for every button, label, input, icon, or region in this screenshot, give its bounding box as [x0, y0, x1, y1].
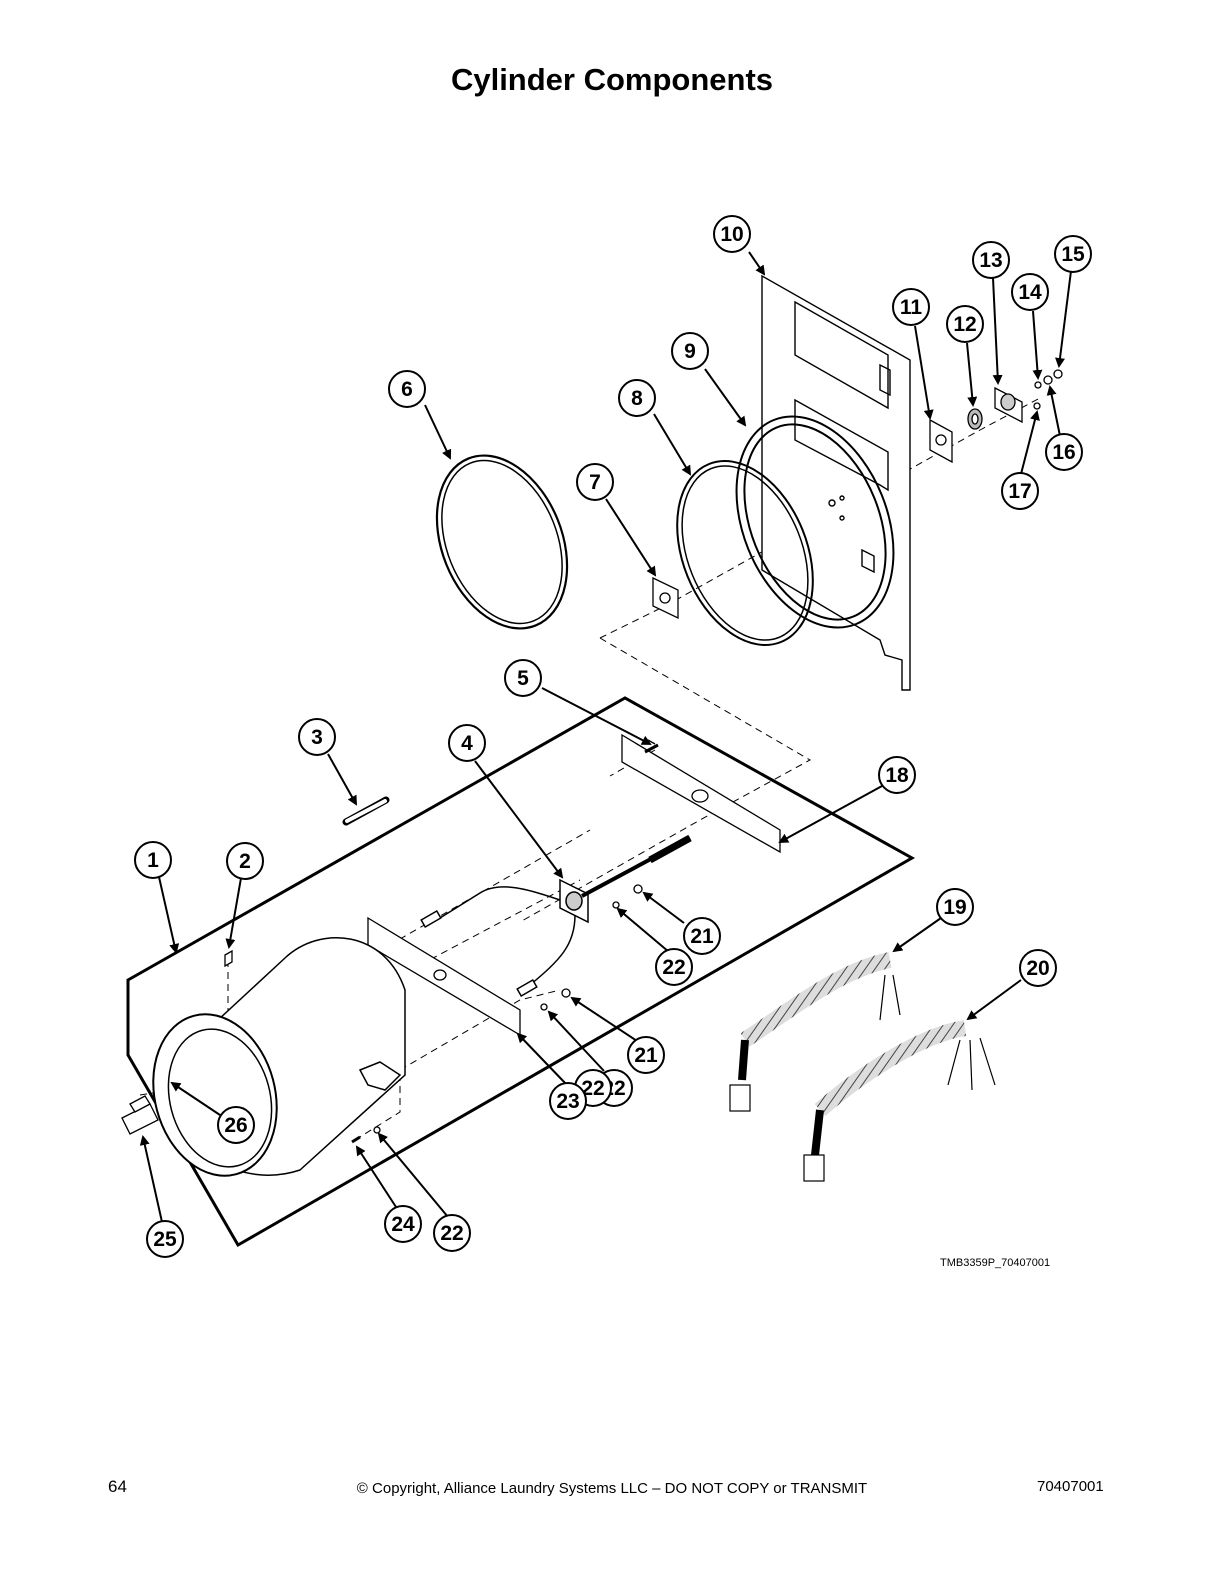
cylinder-drum — [152, 937, 406, 1177]
callout-label: 22 — [662, 956, 685, 979]
shaft-cable-assembly — [420, 834, 692, 997]
page-title: Cylinder Components — [450, 62, 774, 97]
callout-19: 19 — [936, 888, 974, 926]
callout-label: 12 — [953, 313, 976, 336]
callout-label: 18 — [885, 764, 909, 787]
callout-9: 9 — [671, 332, 709, 370]
callout-22: 22 — [433, 1214, 471, 1252]
callout-label: 23 — [556, 1090, 579, 1113]
heater-harness-19 — [729, 952, 901, 1112]
callout-23: 23 — [549, 1082, 587, 1120]
callout-label: 20 — [1026, 957, 1049, 980]
screw-5 — [644, 743, 659, 754]
seal-ring — [676, 460, 814, 646]
callout-24: 24 — [384, 1205, 422, 1243]
document-number: 70407001 — [1037, 1478, 1104, 1495]
callout-label: 10 — [720, 223, 743, 246]
callout-label: 22 — [440, 1222, 463, 1245]
shaft-bracket — [621, 733, 781, 854]
callout-6: 6 — [388, 370, 426, 408]
callout-4: 4 — [448, 724, 486, 762]
callout-12: 12 — [946, 305, 984, 343]
washers-and-nuts — [224, 884, 643, 1144]
callout-label: 14 — [1018, 281, 1042, 304]
assembly-boundary — [126, 696, 916, 1248]
callout-label: 7 — [589, 471, 601, 494]
callout-16: 16 — [1045, 433, 1083, 471]
callout-label: 4 — [461, 732, 473, 755]
callout-14: 14 — [1011, 273, 1049, 311]
bearing-plate — [652, 576, 679, 620]
callout-10: 10 — [713, 215, 751, 253]
callout-21: 21 — [627, 1036, 665, 1074]
callout-21: 21 — [683, 917, 721, 955]
rear-panel — [761, 274, 911, 691]
felt-seal-ring — [435, 454, 569, 630]
callout-label: 3 — [311, 726, 323, 749]
callout-label: 26 — [224, 1114, 247, 1137]
baffle-bracket — [121, 1095, 159, 1135]
front-seal-ring — [735, 415, 895, 629]
callout-label: 13 — [979, 249, 1002, 272]
callout-5: 5 — [504, 659, 542, 697]
bearing-hardware — [929, 369, 1063, 464]
callout-26: 26 — [217, 1106, 255, 1144]
callout-label: 25 — [153, 1228, 177, 1251]
callout-11: 11 — [892, 288, 930, 326]
callout-8: 8 — [618, 379, 656, 417]
callout-3: 3 — [298, 718, 336, 756]
callout-label: 17 — [1008, 480, 1031, 503]
callout-label: 6 — [401, 378, 413, 401]
callout-1: 1 — [134, 841, 172, 879]
callout-label: 11 — [900, 296, 923, 319]
callout-label: 21 — [690, 925, 714, 948]
callout-label: 5 — [517, 667, 529, 690]
callout-label: 9 — [684, 340, 696, 363]
callout-label: 15 — [1061, 243, 1085, 266]
callout-label: 22 — [581, 1077, 604, 1100]
callout-label: 19 — [943, 896, 966, 919]
callout-20: 20 — [1019, 949, 1057, 987]
callout-label: 1 — [147, 849, 159, 872]
callout-label: 16 — [1052, 441, 1075, 464]
callout-15: 15 — [1054, 235, 1092, 273]
leader-lines — [139, 251, 1072, 1223]
callout-25: 25 — [146, 1220, 184, 1258]
heater-harness-20 — [803, 1020, 996, 1182]
callout-7: 7 — [576, 463, 614, 501]
page-number: 64 — [108, 1477, 127, 1496]
callout-label: 21 — [634, 1044, 658, 1067]
callout-18: 18 — [878, 756, 916, 794]
copyright-notice: © Copyright, Alliance Laundry Systems LL… — [356, 1480, 868, 1497]
callout-label: 2 — [239, 850, 251, 873]
callout-22: 22 — [655, 948, 693, 986]
callout-17: 17 — [1001, 472, 1039, 510]
callout-label: 8 — [631, 387, 643, 410]
callout-2: 2 — [226, 842, 264, 880]
callout-label: 24 — [391, 1213, 415, 1236]
callout-13: 13 — [972, 241, 1010, 279]
figure-reference: TMB3359P_70407001 — [940, 1257, 1051, 1269]
